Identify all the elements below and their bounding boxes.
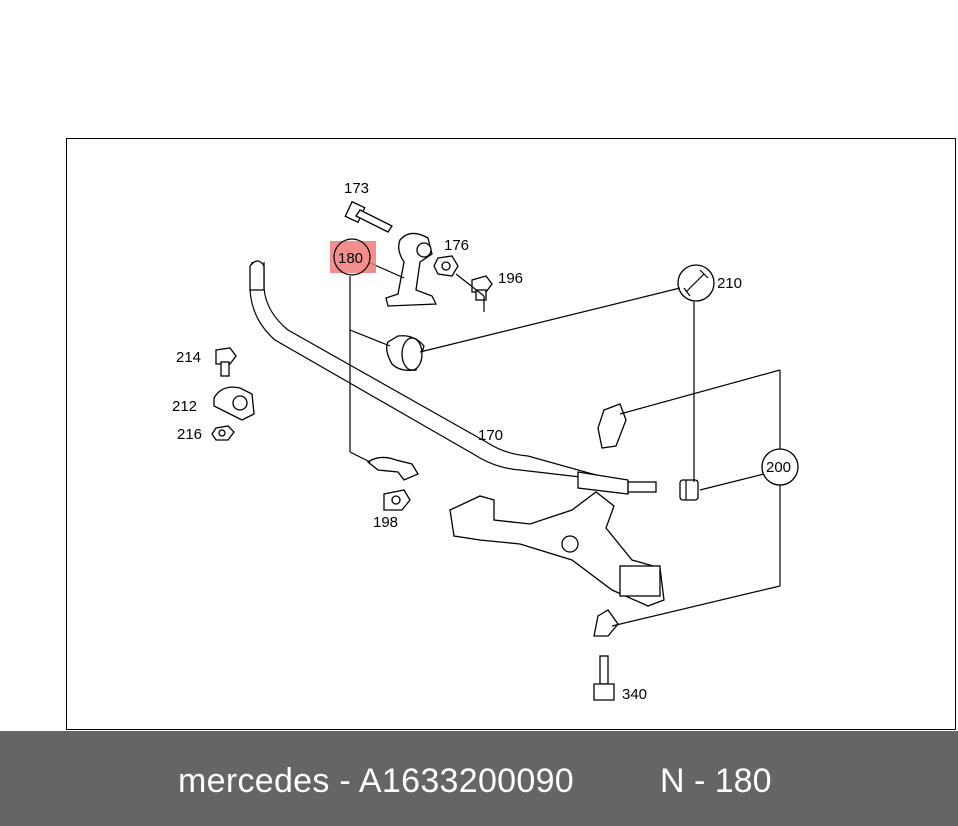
callout-212: 212	[172, 398, 197, 415]
clamp-180-lower	[366, 456, 419, 481]
rubber-bushing	[386, 335, 425, 372]
bolt-196	[471, 275, 493, 301]
bolt-173	[344, 200, 393, 233]
callout-198: 198	[373, 514, 398, 531]
callout-210: 210	[717, 275, 742, 292]
part-number-text: mercedes - A1633200090	[178, 762, 574, 800]
callout-200: 200	[766, 459, 791, 476]
callout-216: 216	[177, 426, 202, 443]
diagram-reference: N - 180	[660, 762, 772, 800]
lower-control-arm	[449, 491, 665, 607]
callout-180: 180	[338, 250, 363, 267]
bolt-340	[593, 655, 615, 701]
callout-176: 176	[444, 237, 469, 254]
clamp-212	[213, 386, 255, 421]
rubber-mount-200-lower	[593, 609, 619, 637]
stabilizer-bracket	[385, 232, 438, 307]
nut-216	[211, 425, 235, 441]
leader-lines	[349, 261, 781, 627]
callout-340: 340	[622, 686, 647, 703]
footer-bar: mercedes - A1633200090 N - 180	[0, 731, 958, 826]
link-bushing	[679, 479, 699, 501]
stabilizer-bar-170	[249, 260, 657, 495]
bolt-214	[215, 347, 237, 377]
callout-170: 170	[478, 427, 503, 444]
callout-173: 173	[344, 180, 369, 197]
callout-196: 196	[498, 270, 523, 287]
rubber-mount-200-upper	[597, 403, 627, 449]
wrench-icon	[677, 264, 715, 302]
callout-214: 214	[176, 349, 201, 366]
nut-198	[383, 489, 411, 511]
nut-176	[433, 255, 459, 277]
